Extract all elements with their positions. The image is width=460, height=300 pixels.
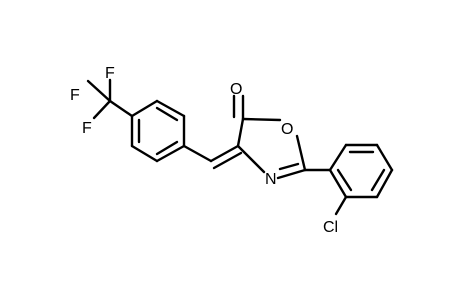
bond-c4-c5	[236, 117, 245, 148]
atom-labels: F F F O O N Cl	[70, 65, 338, 236]
bond-ring2-f	[328, 168, 348, 199]
bond-ring2-cl	[334, 195, 348, 216]
atom-f1: F	[70, 87, 80, 104]
atom-o-carbonyl: O	[230, 81, 242, 98]
atom-f3: F	[82, 120, 92, 137]
bond-ring1-inner1	[155, 106, 179, 122]
bond-c2-n-double	[278, 162, 300, 171]
bond-cf3	[92, 99, 112, 120]
atom-n-ring: N	[265, 171, 277, 188]
bond-ring1-b	[155, 99, 186, 118]
bond-ring2-a	[328, 143, 348, 172]
bonds	[86, 78, 394, 216]
bond-c2-n	[276, 168, 307, 180]
bond-ring2-c	[375, 143, 394, 172]
bond-cf1	[86, 79, 112, 103]
bond-ring1-a	[130, 99, 159, 118]
bond-ch-c4	[209, 144, 240, 163]
bond-n-c4	[236, 144, 266, 174]
atom-o-ring: O	[281, 121, 293, 138]
bond-ring1-ch	[182, 144, 213, 163]
atom-f2: F	[105, 65, 115, 82]
bond-cf3-ring	[108, 99, 134, 118]
bond-ring2-inner2	[370, 168, 386, 192]
bond-o-c2	[295, 134, 307, 172]
bond-ring2-d	[375, 168, 394, 199]
bond-c5-o	[241, 117, 282, 122]
bond-ch-c4-double	[212, 151, 243, 170]
bond-ring1-inner2	[155, 140, 179, 156]
bond-ring1-d	[155, 144, 186, 163]
bond-ring2-inner3	[336, 168, 353, 192]
bond-ring1-e	[130, 144, 159, 163]
atom-cl: Cl	[323, 219, 338, 236]
